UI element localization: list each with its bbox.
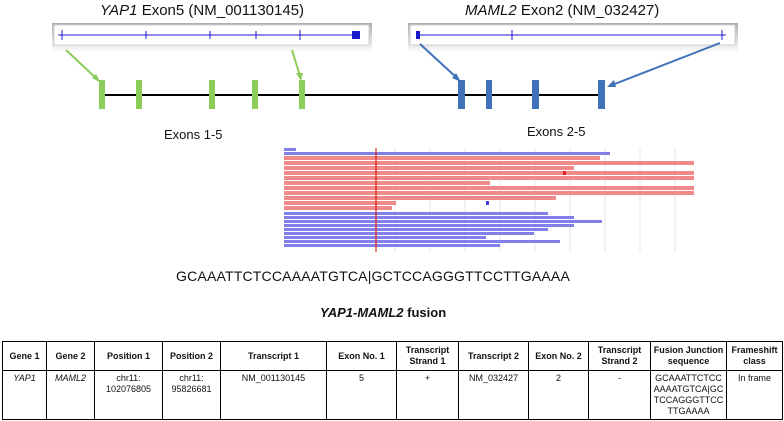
cell-gene1: YAP1 (2, 370, 47, 420)
header-exon-no1: Exon No. 1 (326, 341, 397, 371)
header-transcript2: Transcript 2 (458, 341, 529, 371)
cell-transcript2: NM_032427 (458, 370, 529, 420)
cell-position2: chr11: 95826681 (162, 370, 221, 420)
cell-junction-seq: GCAAATTCTCCAAAATGTCA|GCTCCAGGGTTCCTTGAAA… (650, 370, 727, 420)
maml2-exon-2 (458, 80, 465, 109)
read-alignment-panel (284, 148, 694, 252)
header-junction-seq: Fusion Junction sequence (650, 341, 727, 371)
yap1-exon-4 (252, 80, 258, 109)
yap1-transcript-track (52, 23, 372, 53)
yap1-exon-1 (99, 80, 105, 109)
yap1-exon5-arrow (291, 49, 301, 77)
maml2-exons-label: Exons 2-5 (527, 124, 586, 139)
cell-frameshift: In frame (726, 370, 783, 420)
header-position2: Position 2 (162, 341, 221, 371)
fusion-diagram (52, 23, 738, 252)
header-gene2: Gene 2 (46, 341, 95, 371)
header-gene1: Gene 1 (2, 341, 47, 371)
cell-exon-no1: 5 (326, 370, 397, 420)
cell-strand1: + (396, 370, 459, 420)
header-strand1: Transcript Strand 1 (396, 341, 459, 371)
yap1-exon-title: YAP1 Exon5 (NM_001130145) (100, 2, 305, 19)
yap1-exon-5 (299, 80, 305, 109)
maml2-exons (458, 80, 605, 109)
yap1-exons-label: Exons 1-5 (164, 127, 223, 142)
yap1-exon-3 (209, 80, 215, 109)
cell-strand2: - (588, 370, 651, 420)
maml2-exon-3 (486, 80, 492, 109)
header-transcript1: Transcript 1 (220, 341, 327, 371)
yap1-exon-2 (136, 80, 142, 109)
maml2-exon2-arrow (419, 43, 458, 79)
header-position1: Position 1 (94, 341, 163, 371)
fusion-table: Gene 1 Gene 2 Position 1 Position 2 Tran… (2, 341, 783, 420)
maml2-end-arrow (611, 42, 721, 86)
table-header-row: Gene 1 Gene 2 Position 1 Position 2 Tran… (2, 341, 783, 371)
junction-sequence: GCAAATTCTCCAAAATGTCA|GCTCCAGGGTTCCTTGAAA… (176, 268, 570, 284)
yap1-start-arrow (65, 49, 99, 81)
maml2-exon-5 (598, 80, 605, 109)
fusion-title: YAP1-MAML2 fusion (320, 305, 447, 320)
cell-transcript1: NM_001130145 (220, 370, 327, 420)
cell-gene2: MAML2 (46, 370, 95, 420)
maml2-exon-4 (532, 80, 539, 109)
maml2-transcript-track (408, 23, 738, 53)
header-exon-no2: Exon No. 2 (528, 341, 589, 371)
yap1-exons (99, 80, 305, 109)
cell-exon-no2: 2 (528, 370, 589, 420)
cell-position1: chr11: 102076805 (94, 370, 163, 420)
table-row: YAP1 MAML2 chr11: 102076805 chr11: 95826… (2, 370, 783, 420)
maml2-exon-title: MAML2 Exon2 (NM_032427) (465, 2, 660, 19)
header-frameshift: Frameshift class (726, 341, 783, 371)
header-strand2: Transcript Strand 2 (588, 341, 651, 371)
